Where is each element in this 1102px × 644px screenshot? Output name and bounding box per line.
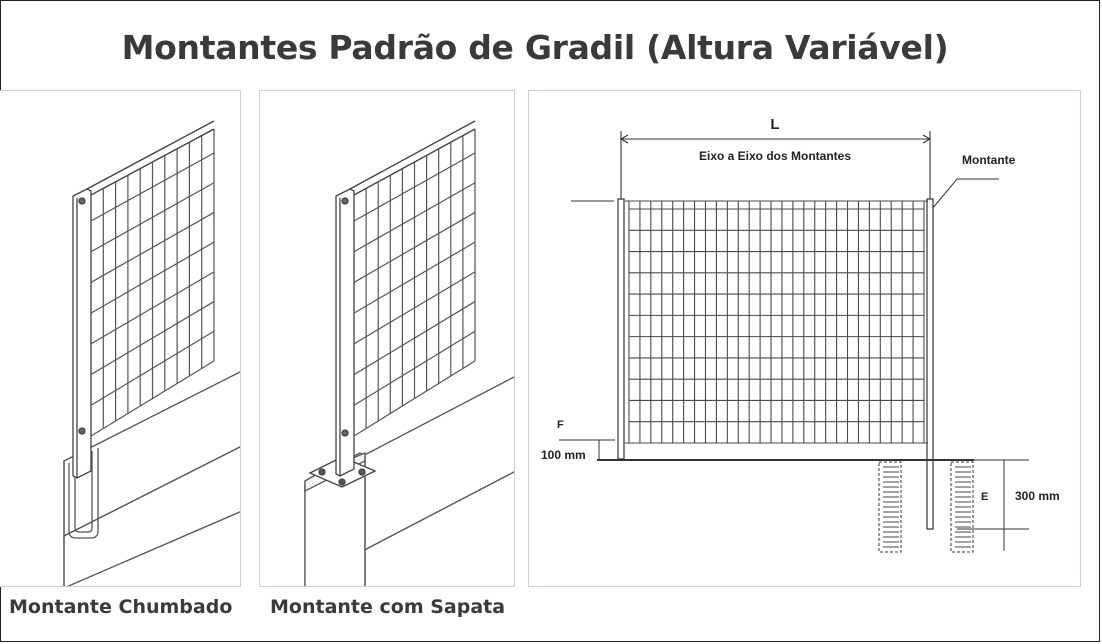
label-300mm: 300 mm [1015,489,1060,503]
label-100mm: 100 mm [541,448,586,462]
montante-label: Montante [962,153,1016,167]
illustration-montante-sapata [304,120,514,586]
panel-montante-sapata [259,90,515,587]
illustration-montante-chumbado [63,120,240,586]
label-E: E [981,491,988,503]
dim-L-description: Eixo a Eixo dos Montantes [699,149,851,163]
label-F: F [557,419,564,431]
page-title: Montantes Padrão de Gradil (Altura Variá… [121,28,949,67]
panel-montante-chumbado [0,90,241,587]
dimension-diagram: L Eixo a Eixo dos Montantes Montante F 1… [541,116,1060,553]
panel-dimension-diagram: L Eixo a Eixo dos Montantes Montante F 1… [528,90,1081,587]
caption-montante-sapata: Montante com Sapata [270,596,506,618]
dim-L-label: L [770,116,779,133]
caption-montante-chumbado: Montante Chumbado [9,596,233,618]
